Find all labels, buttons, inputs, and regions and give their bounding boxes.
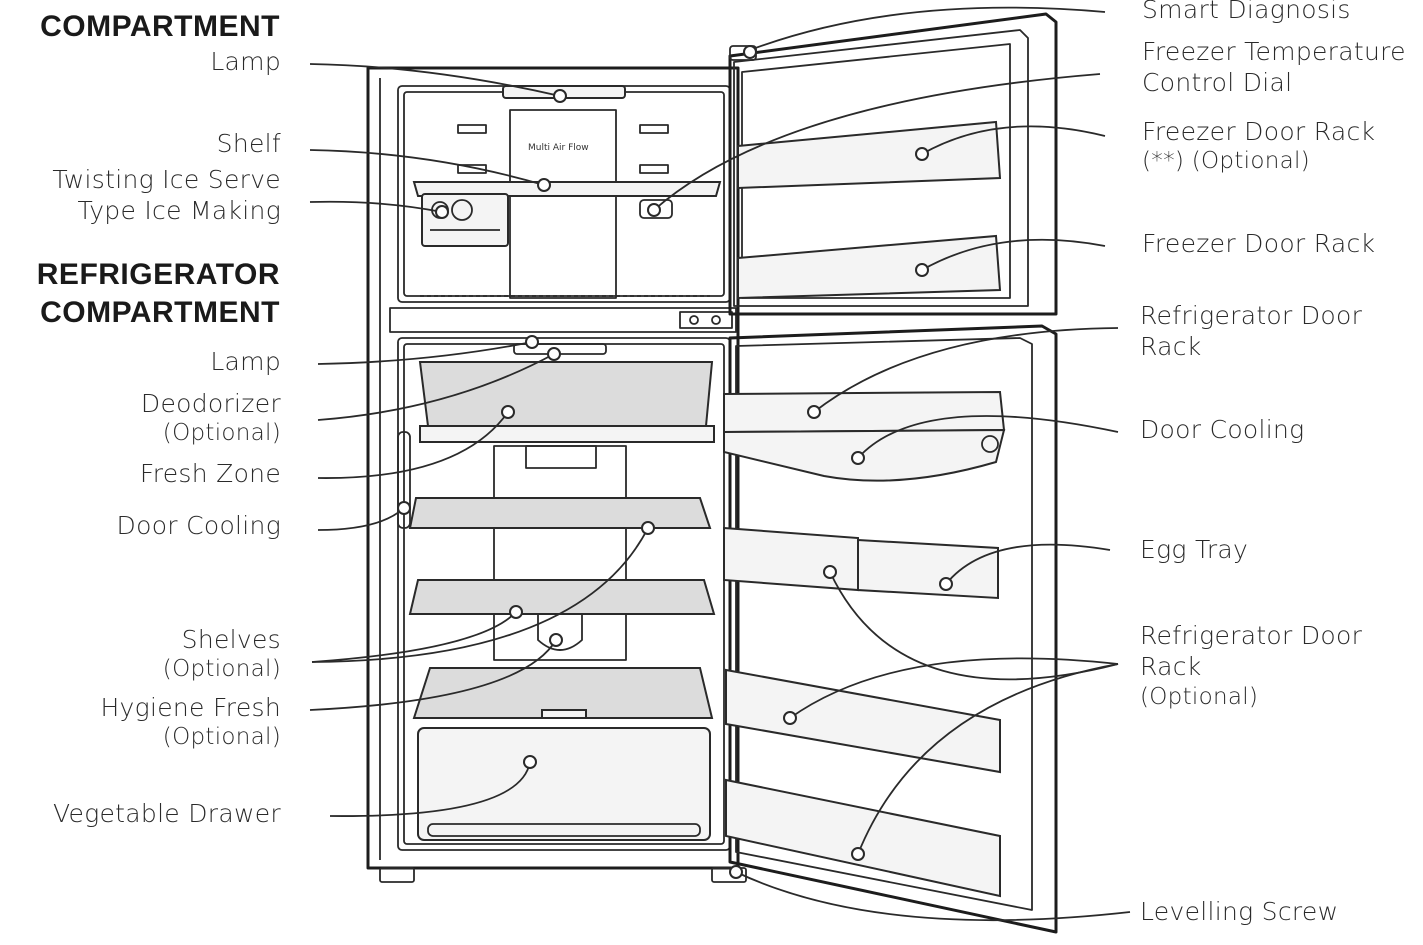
label-shelves: Shelves (Optional) xyxy=(163,624,281,684)
label-fridge-door-rack-optional: Refrigerator Door Rack (Optional) xyxy=(1140,620,1362,711)
label-freezer-dial: Freezer Temperature Control Dial xyxy=(1142,36,1406,99)
label-deodorizer: Deodorizer (Optional) xyxy=(141,388,281,448)
label-freezer-rack: Freezer Door Rack xyxy=(1142,229,1376,258)
label-frrack-line1: Refrigerator Door xyxy=(1140,301,1363,330)
freezer-compartment-heading: FREEZER COMPARTMENT xyxy=(40,0,280,43)
label-ice-line2: Type Ice Making xyxy=(77,196,281,226)
label-hygiene-fresh: Hygiene Fresh (Optional) xyxy=(100,692,281,752)
label-vegetable-drawer: Vegetable Drawer xyxy=(53,799,281,828)
label-shelves-note: (Optional) xyxy=(162,656,281,683)
label-fresh-zone: Fresh Zone xyxy=(139,459,281,488)
label-dial-line1: Freezer Temperature xyxy=(1142,37,1406,66)
fridge-door xyxy=(723,324,1058,934)
label-dial-line2: Control Dial xyxy=(1142,68,1293,98)
label-egg-tray: Egg Tray xyxy=(1140,535,1249,564)
multi-air-flow-text: Multi Air Flow xyxy=(528,143,589,153)
label-door-cooling-left: Door Cooling xyxy=(116,511,281,540)
label-smart-diagnosis: Smart Diagnosis xyxy=(1142,0,1351,24)
label-levelling-screw: Levelling Screw xyxy=(1140,897,1339,926)
label-fridge-door-rack: Refrigerator Door Rack xyxy=(1140,300,1362,363)
label-ice-line1: Twisting Ice Serve xyxy=(52,165,281,194)
label-ice-making: Twisting Ice Serve Type Ice Making xyxy=(52,164,281,227)
label-door-cooling-right: Door Cooling xyxy=(1140,415,1305,444)
label-lamp-freezer: Lamp xyxy=(210,47,281,76)
divider-controls xyxy=(679,311,733,329)
label-deodorizer-text: Deodorizer xyxy=(140,389,281,418)
freezer-interior: Multi Air Flow xyxy=(412,85,722,299)
label-freezer-rack-optional: Freezer Door Rack (**) (Optional) xyxy=(1142,116,1375,176)
label-frack-opt-note: (**) (Optional) xyxy=(1142,148,1310,175)
label-frrack-opt-line2: Rack xyxy=(1140,652,1202,682)
label-frrack-opt-note: (Optional) xyxy=(1140,683,1259,710)
leader-lines xyxy=(309,6,1131,922)
label-deodorizer-note: (Optional) xyxy=(162,420,281,447)
heading-line1: REFRIGERATOR xyxy=(36,258,280,291)
fridge-interior xyxy=(397,343,716,841)
label-lamp-fridge: Lamp xyxy=(210,347,281,376)
label-frack-opt-text: Freezer Door Rack xyxy=(1142,117,1376,146)
label-frrack-opt-line1: Refrigerator Door xyxy=(1140,621,1363,650)
label-shelves-text: Shelves xyxy=(181,625,281,654)
callout-dots xyxy=(397,45,953,879)
label-frrack-line2: Rack xyxy=(1140,332,1202,362)
label-hygiene-note: (Optional) xyxy=(162,724,281,751)
heading-line2: COMPARTMENT xyxy=(40,295,280,329)
label-shelf: Shelf xyxy=(216,129,281,158)
refrigerator-compartment-heading: REFRIGERATOR COMPARTMENT xyxy=(10,256,280,331)
freezer-door xyxy=(728,12,1058,316)
label-hygiene-text: Hygiene Fresh xyxy=(100,693,281,722)
